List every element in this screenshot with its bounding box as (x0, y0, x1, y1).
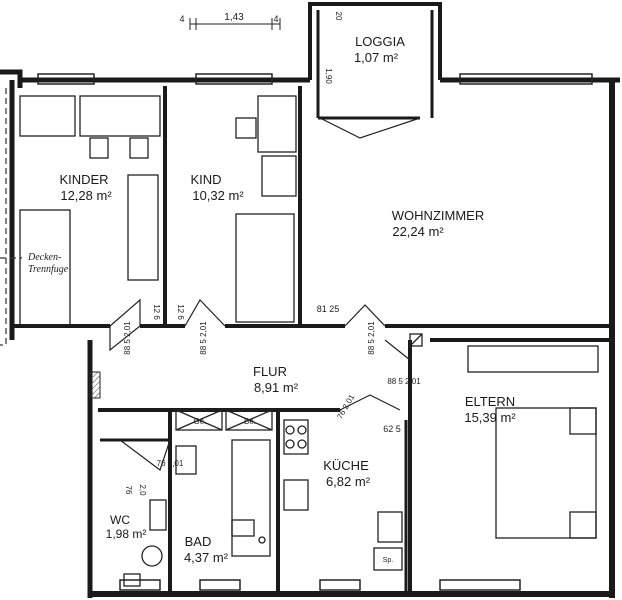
room-kind-name: KIND (190, 172, 221, 187)
room-flur-name: FLUR (253, 364, 287, 379)
wc-fixtures (123, 499, 167, 587)
room-kinder-name: KINDER (59, 172, 108, 187)
door-swings (109, 117, 421, 471)
dim-door-kind: 88 5 2,01 (199, 321, 208, 355)
room-eltern-area: 15,39 m² (464, 410, 516, 425)
room-eltern-name: ELTERN (465, 394, 515, 409)
room-kinder-area: 12,28 m² (60, 188, 112, 203)
eltern-furniture (467, 345, 599, 539)
appliances (175, 409, 273, 431)
room-wc-name: WC (110, 513, 130, 527)
dimension-top (189, 18, 281, 30)
dim-wc-h: 2,0 (138, 484, 147, 496)
room-labels: LOGGIA 1,07 m² KINDER 12,28 m² KIND 10,3… (59, 34, 516, 565)
room-wohnzimmer-area: 22,24 m² (392, 224, 444, 239)
windows (37, 73, 593, 591)
room-wc-area: 1,98 m² (106, 527, 147, 541)
note-sp: Sp. (383, 557, 394, 564)
dimension-labels: 4 1,43 4 20 1,90 12 6 12 6 81 25 88 5 2,… (123, 12, 421, 497)
room-loggia-area: 1,07 m² (354, 50, 399, 65)
dashed-joint (0, 88, 22, 346)
room-kind-area: 10,32 m² (192, 188, 244, 203)
dim-door-kueche: 76 2,01 (335, 392, 356, 420)
note-trennfuge: Trennfuge (28, 264, 69, 275)
shaft (89, 333, 423, 399)
dim-door-eltern: 88 5 2,01 (387, 377, 421, 386)
dim-top-right: 4 (273, 14, 278, 24)
dim-8125: 81 25 (317, 304, 340, 314)
room-bad-name: BAD (185, 534, 212, 549)
dim-top-mid: 1,43 (224, 12, 244, 23)
dim-loggia-a: 20 (334, 12, 343, 21)
dim-door-bad: 76 2,01 (157, 459, 184, 468)
room-loggia-name: LOGGIA (355, 34, 405, 49)
room-kueche-area: 6,82 m² (326, 474, 371, 489)
room-wohnzimmer-name: WOHNZIMMER (392, 208, 484, 223)
room-bad-area: 4,37 m² (184, 550, 229, 565)
kind-furniture (235, 95, 297, 323)
notes: Decken- Trennfuge Ge. Be. Sp. (27, 252, 393, 564)
dim-126b: 12 6 (176, 304, 185, 320)
dim-wc-w: 76 (124, 486, 133, 495)
dim-door-wohn: 88 5 2,01 (367, 321, 376, 355)
kueche-fixtures (283, 419, 403, 571)
dim-door-kinder: 88 5 2,01 (123, 321, 132, 355)
kinder-furniture (19, 95, 161, 326)
dim-625: 62 5 (383, 424, 401, 434)
note-decken: Decken- (27, 252, 61, 263)
dim-loggia-b: 1,90 (324, 68, 333, 84)
note-ge: Ge. (194, 417, 207, 426)
note-be: Be. (244, 417, 256, 426)
dim-top-left: 4 (179, 14, 184, 24)
room-kueche-name: KÜCHE (323, 458, 369, 473)
dim-126a: 12 6 (152, 304, 161, 320)
room-flur-area: 8,91 m² (254, 380, 299, 395)
bad-fixtures (175, 439, 271, 557)
